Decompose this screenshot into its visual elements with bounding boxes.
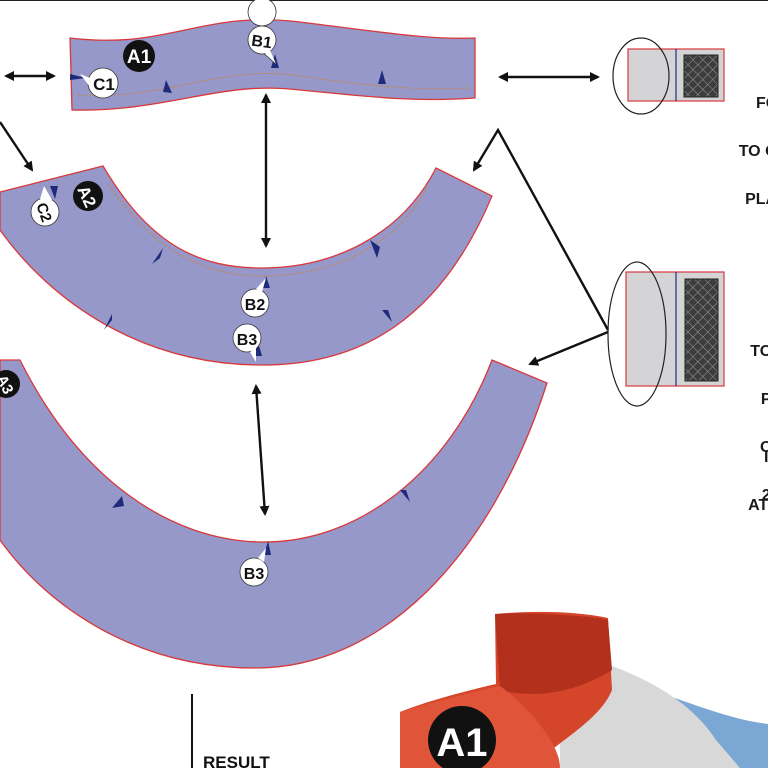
band-swatch-middle	[607, 261, 725, 407]
notch	[70, 74, 86, 80]
mark-b3-lower: B3	[239, 548, 269, 587]
arrow-a2-a3	[251, 384, 270, 516]
notch	[400, 490, 410, 502]
mark-b2: B2	[240, 278, 270, 318]
notch	[271, 54, 279, 68]
arrow-left-a2	[0, 121, 34, 172]
mark-c2: C2	[30, 186, 60, 227]
notch	[378, 70, 386, 84]
arrows	[0, 71, 610, 516]
result-label: RESULT	[203, 753, 270, 768]
render-label: A1	[436, 721, 487, 765]
mark-b3-upper: B3	[232, 323, 262, 362]
piece-a2	[0, 165, 493, 366]
band-swatch-top	[612, 37, 725, 115]
notch	[370, 240, 380, 258]
notch	[263, 276, 270, 288]
notch	[104, 314, 112, 330]
notch	[382, 310, 392, 322]
svg-text:B2: B2	[245, 297, 266, 314]
mark-b1: B1	[247, 0, 277, 65]
notch	[163, 80, 172, 93]
side-note-bottom: I AT	[748, 449, 768, 514]
piece-a3-label: A3	[0, 370, 20, 398]
render-preview: A1	[400, 611, 768, 768]
piece-a1-label-text: A1	[127, 47, 152, 68]
notch	[112, 496, 124, 508]
side-note-middle: TO P O 2	[750, 343, 768, 504]
notch	[50, 186, 58, 199]
arrow-band-a3	[528, 330, 609, 366]
svg-text:C2: C2	[32, 201, 55, 225]
arrow-band-a2	[472, 127, 610, 331]
side-note-top: FO TO O PLA	[738, 95, 768, 208]
svg-text:B3: B3	[237, 332, 258, 349]
piece-a1-label: A1	[123, 40, 155, 72]
svg-text:B1: B1	[250, 33, 273, 53]
svg-text:B3: B3	[244, 566, 265, 583]
notch	[264, 541, 271, 555]
piece-a1	[69, 19, 476, 111]
piece-a3	[0, 359, 548, 669]
piece-a2-label: A2	[73, 181, 103, 211]
mark-c1: C1	[80, 67, 119, 99]
svg-text:C1: C1	[93, 75, 115, 94]
notch	[152, 248, 163, 264]
